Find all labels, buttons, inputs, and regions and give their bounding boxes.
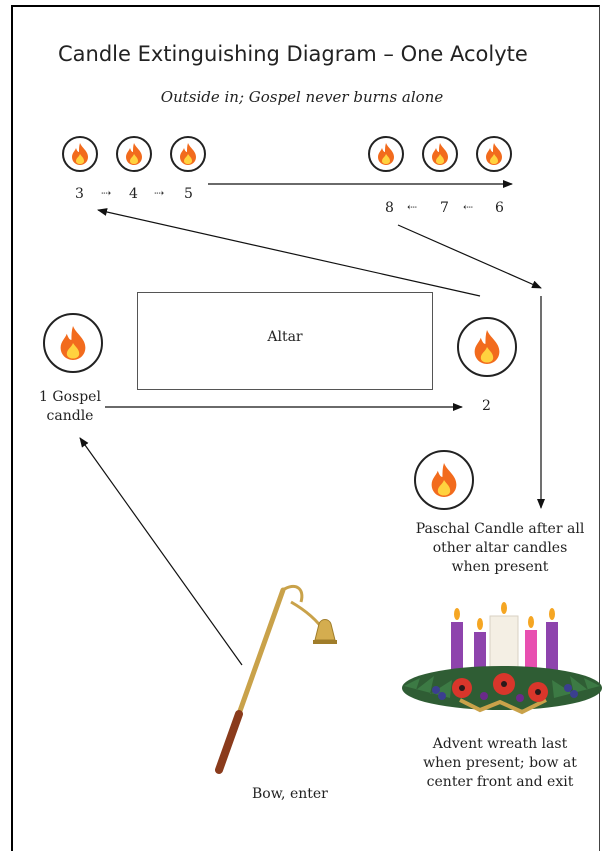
page-frame: [11, 5, 600, 851]
paschal-candle-icon: [414, 450, 474, 510]
candle-snuffer-icon: [215, 585, 337, 774]
label-6: 6: [495, 200, 504, 216]
arrow-8-to-paschal: [397, 224, 542, 289]
label-8: 8: [385, 200, 394, 216]
label-4: 4: [129, 186, 138, 202]
arrow-3-4: ⇢: [101, 186, 112, 200]
arrow-enter-to-gospel: [79, 437, 243, 666]
entrance-label: Bow, enter: [252, 786, 328, 802]
candle-7-icon: [422, 136, 458, 172]
gospel-label: 1 Gospel candle: [39, 389, 101, 424]
label-5: 5: [184, 186, 193, 202]
candle-8-icon: [368, 136, 404, 172]
arrow-4-5: ⇢: [154, 186, 165, 200]
diagram-subtitle: Outside in; Gospel never burns alone: [160, 88, 444, 106]
candle-5-icon: [170, 136, 206, 172]
label-3: 3: [75, 186, 84, 202]
candle-4-icon: [116, 136, 152, 172]
candle-6-icon: [476, 136, 512, 172]
paschal-label: Paschal Candle after all other altar can…: [415, 521, 585, 575]
arrow-8-7: ⇠: [407, 200, 418, 214]
arrow-epistle-to-3: [97, 208, 481, 297]
altar-box: Altar: [137, 292, 433, 390]
gospel-candle-icon: [43, 313, 103, 373]
advent-wreath-icon: [402, 602, 602, 715]
altar-label: Altar: [267, 329, 303, 345]
epistle-label: 2: [482, 398, 491, 414]
diagram-title: Candle Extinguishing Diagram – One Acoly…: [58, 42, 528, 66]
label-7: 7: [440, 200, 449, 216]
advent-label: Advent wreath last when present; bow at …: [423, 736, 577, 790]
arrow-7-6: ⇠: [463, 200, 474, 214]
epistle-candle-icon: [457, 317, 517, 377]
candle-3-icon: [62, 136, 98, 172]
